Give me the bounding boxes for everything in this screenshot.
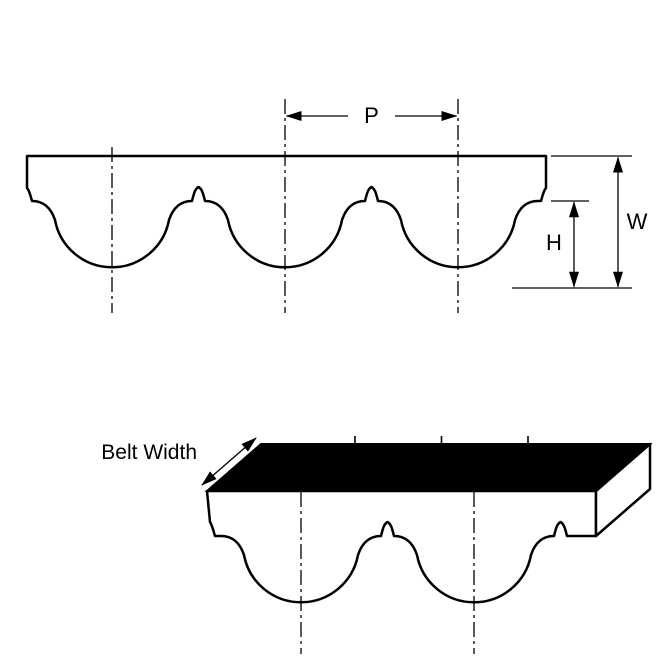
thickness-dimension: W — [512, 155, 648, 289]
belt-width-arrow — [201, 437, 257, 486]
belt-width-dimension: Belt Width — [101, 437, 257, 486]
pitch-label: P — [364, 103, 379, 128]
profile-view: P W H — [25, 99, 648, 313]
belt-front-profile — [205, 489, 598, 604]
thickness-label: W — [627, 209, 648, 234]
belt-width-label: Belt Width — [101, 441, 197, 464]
belt-profile — [25, 154, 548, 269]
tooth-height-label: H — [546, 230, 562, 255]
belt-3d-view: Belt Width — [101, 436, 653, 654]
tooth-height-dimension: H — [546, 200, 589, 288]
belt-top-face — [204, 443, 653, 492]
pitch-dimension: P — [285, 103, 458, 128]
